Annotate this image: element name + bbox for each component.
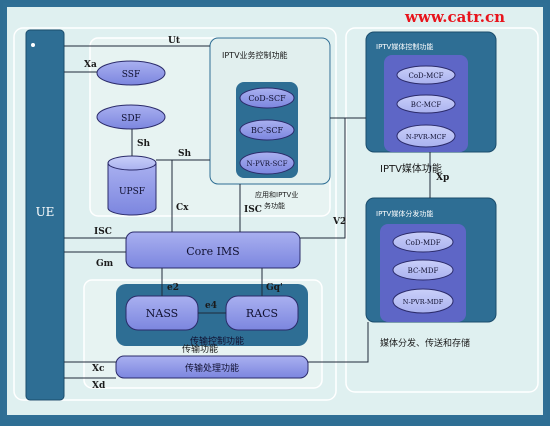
ue-label: UE [36, 205, 55, 219]
ref-gq: Gq' [266, 283, 283, 293]
connections [64, 45, 431, 379]
bc-scf-label: BC-SCF [251, 126, 283, 135]
npvr-scf-label: N-PVR-SCF [247, 160, 288, 168]
ref-isc2: ISC [244, 205, 262, 215]
transport-processing-box [115, 355, 309, 379]
cod-mdf-node [392, 231, 454, 253]
ssf-label: SSF [122, 70, 140, 80]
reference-points: Ut Xa Sh Sh Cx ISC ISC V2 Xp Gm e2 Gq' e… [84, 36, 449, 391]
core-ims-box [125, 231, 301, 269]
media-function-label: IPTV媒体功能 [380, 162, 442, 175]
racs-label: RACS [246, 307, 278, 320]
ue-bar [25, 29, 65, 401]
ref-gm: Gm [96, 259, 114, 269]
ref-xp: Xp [436, 173, 449, 183]
cod-mdf-label: CoD-MDF [405, 239, 440, 247]
bc-mcf-label: BC-MCF [411, 101, 442, 109]
sdf-label: SDF [121, 114, 141, 124]
transport-media-line [308, 322, 369, 363]
cod-scf-label: CoD-SCF [248, 94, 286, 103]
ue-dot [31, 43, 35, 47]
media-control-title: IPTV媒体控制功能 [376, 42, 433, 51]
cod-scf-node [239, 87, 295, 109]
transport-control-label: 传输控制功能 [190, 335, 244, 347]
ref-v2: V2 [332, 217, 346, 227]
ref-xc: Xc [92, 364, 105, 374]
npvr-scf-node [239, 151, 295, 175]
ssf-node [96, 60, 166, 86]
core-ims-label: Core IMS [186, 245, 239, 258]
ref-sh1: Sh [137, 139, 150, 149]
bc-mcf-node [396, 94, 456, 114]
transport-func-label: 传输功能 [182, 343, 218, 355]
app-label-line1: 应用和IPTV业 [255, 190, 298, 199]
app-label-line2: 务功能 [264, 201, 285, 210]
upsf-label: UPSF [119, 187, 145, 197]
npvr-mcf-label: N-PVR-MCF [406, 133, 447, 141]
media-delivery-title: IPTV媒体分发功能 [376, 209, 433, 218]
v2-line [300, 117, 366, 239]
ref-ut: Ut [168, 36, 181, 46]
ref-isc1: ISC [94, 227, 112, 237]
upsf-cylinder-body [107, 163, 157, 216]
cod-mcf-label: CoD-MCF [408, 72, 443, 80]
left-container [13, 27, 337, 401]
bc-mdf-node [392, 259, 454, 281]
bc-mdf-label: BC-MDF [408, 267, 439, 275]
bc-scf-node [239, 119, 295, 141]
upsf-cylinder-top [107, 155, 157, 171]
ref-sh2: Sh [178, 149, 191, 159]
ref-xa: Xa [84, 60, 97, 70]
ref-cx: Cx [176, 203, 189, 213]
npvr-mdf-node [392, 288, 454, 314]
transport-processing-label: 传输处理功能 [185, 362, 239, 374]
npvr-mdf-label: N-PVR-MDF [403, 298, 444, 306]
right-container [345, 27, 539, 393]
media-bottom-label: 媒体分发、传送和存储 [380, 337, 470, 349]
ref-e2: e2 [167, 283, 179, 293]
ref-e4: e4 [205, 301, 217, 311]
iptv-service-control-title: IPTV业务控制功能 [222, 50, 288, 60]
ref-xd: Xd [92, 381, 106, 391]
npvr-mcf-node [396, 124, 456, 148]
sdf-node [96, 104, 166, 130]
nass-label: NASS [146, 307, 178, 320]
cod-mcf-node [396, 65, 456, 85]
watermark: www.catr.cn [404, 8, 505, 26]
